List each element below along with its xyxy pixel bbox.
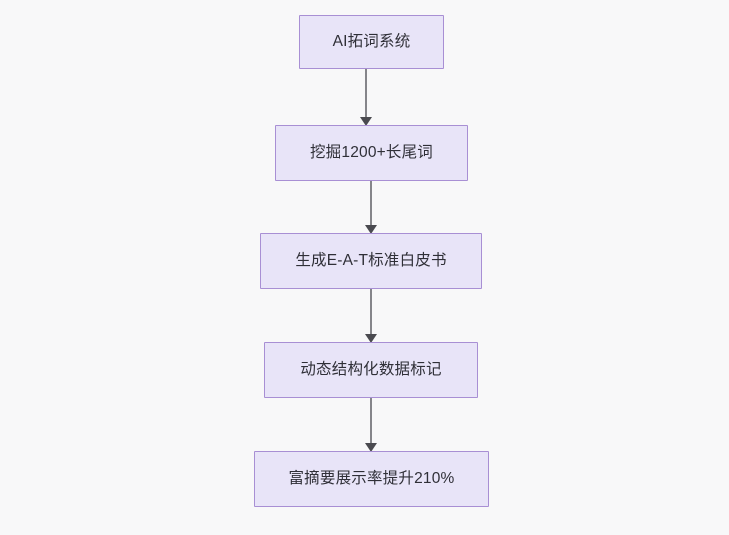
flow-node-label: 富摘要展示率提升210% [288, 470, 455, 488]
flow-node-rich-snippet-rate-increase[interactable]: 富摘要展示率提升210% [254, 451, 489, 507]
arrowhead-icon [365, 334, 377, 343]
arrowhead-icon [365, 225, 377, 234]
edge-n3-n4 [365, 289, 377, 343]
arrowhead-icon [365, 443, 377, 452]
flow-node-label: 动态结构化数据标记 [300, 361, 442, 379]
flow-node-generate-eat-whitepaper[interactable]: 生成E-A-T标准白皮书 [260, 233, 482, 289]
edge-n1-n2 [360, 69, 372, 126]
arrowhead-icon [360, 117, 372, 126]
flow-node-label: 挖掘1200+长尾词 [309, 144, 434, 162]
flow-node-ai-keyword-system[interactable]: AI拓词系统 [299, 15, 444, 69]
flow-node-dynamic-structured-data-markup[interactable]: 动态结构化数据标记 [264, 342, 478, 398]
flow-node-label: 生成E-A-T标准白皮书 [295, 252, 447, 270]
edge-n2-n3 [365, 181, 377, 234]
flow-node-mine-longtail-keywords[interactable]: 挖掘1200+长尾词 [275, 125, 468, 181]
flow-node-label: AI拓词系统 [332, 33, 411, 51]
edge-n4-n5 [365, 398, 377, 452]
